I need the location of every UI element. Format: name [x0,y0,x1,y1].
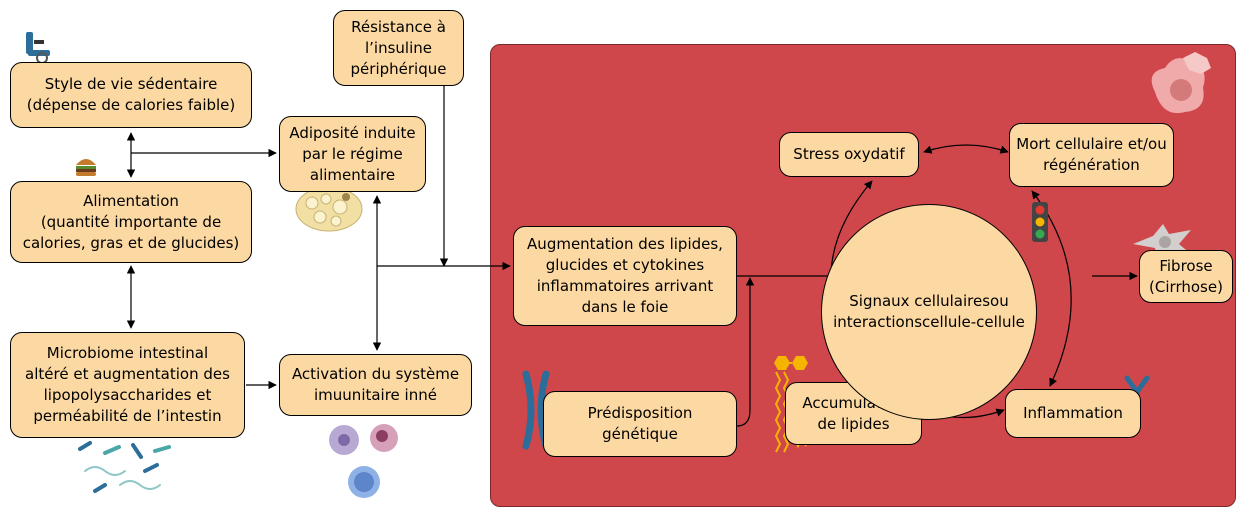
text-block: Adiposité induite par le régime alimentair… [289,123,415,186]
box-inflammation: Inflammation [1005,389,1141,438]
text-line: Stress oxydatif [793,145,905,163]
text-line: Fibrose [1159,256,1213,275]
text-line: Augmentation des lipides, [527,235,723,253]
text-line: Activation du système [291,365,460,383]
wheelchair-icon [26,32,50,64]
text-line: Signaux cellulaires [849,292,991,310]
text-line: Prédisposition [587,404,693,422]
text-line: génétique [602,425,678,443]
text-block: Style de vie sédentaire (dépense de calor… [27,74,236,116]
text-block: Microbiome intestinal altéré et augmentat… [25,343,230,427]
box-oxidative: Stress oxydatif [779,132,919,177]
text-line: Alimentation [83,191,179,210]
text-line: altéré et augmentation des [25,365,230,383]
text-line: Résistance à [351,17,446,36]
arrow-genetic-influx [736,277,755,427]
box-fibrosis: Fibrose (Cirrhose) [1139,250,1233,303]
text-line: (Cirrhose) [1149,277,1223,296]
text-line: inflammatoires arrivant [536,277,714,295]
text-line: (quantité importante de [40,212,222,231]
text-line: lipopolysaccharides et [43,386,212,404]
box-influx: Augmentation des lipides, glucides et cyt… [513,226,737,326]
text-line: Inflammation [1023,404,1123,422]
box-diet: Alimentation (quantité importante de calor… [10,181,252,263]
center-circle-signals: Signaux cellulairesou interactionscellul… [821,204,1037,420]
box-genetic: Prédisposition génétique [543,391,737,457]
text-line: Mort cellulaire et/ou [1016,135,1167,153]
text-line: calories, gras et de glucides) [22,233,240,252]
text-line: perméabilité de l’intestin [33,407,222,425]
text-line: régénération [1043,156,1140,174]
text-block: Augmentation des lipides, glucides et cyt… [527,234,723,318]
text-line: Style de vie sédentaire [44,75,218,93]
arrow-oxidative-death [923,144,1009,154]
text-block: Signaux cellulairesou interactionscellul… [822,291,1036,333]
text-line: ou interactions [833,292,1009,331]
traffic-light-icon [1032,202,1048,242]
text-line: imuunitaire inné [314,386,437,404]
text-block: Activation du système imuunitaire inné [292,364,459,406]
text-block: Alimentation (quantité importante de calor… [23,191,240,254]
box-adiposity: Adiposité induite par le régime alimentair… [279,116,426,192]
box-microbiome: Microbiome intestinal altéré et augmentat… [10,332,245,438]
box-sedentary: Style de vie sédentaire (dépense de calor… [10,62,252,128]
burger-icon [76,159,96,176]
fat-cell-icon [295,186,363,232]
text-line: glucides et cytokines [545,256,705,274]
box-death: Mort cellulaire et/ou régénération [1009,123,1174,187]
text-line: dans le foie [581,298,669,316]
text-line: de lipides [817,414,890,433]
text-block: Mort cellulaire et/ou régénération [1016,134,1166,176]
text-block: Stress oxydatif [793,144,904,165]
text-line: Adiposité induite [289,123,416,142]
lipid-chain-icon [774,356,808,453]
text-line: périphérique [350,59,447,78]
text-line: cellule-cellule [922,313,1025,331]
text-block: Résistance à l’insuline périphérique [351,17,447,80]
text-block: Fibrose (Cirrhose) [1149,256,1223,298]
text-line: alimentaire [309,165,396,184]
box-immune: Activation du système imuunitaire inné [279,354,472,416]
text-line: Microbiome intestinal [46,344,209,362]
bacteria-icon [78,441,171,493]
dead-cell-icon [1151,52,1211,114]
text-line: (dépense de calories faible) [26,96,236,114]
text-block: Prédisposition génétique [588,403,693,445]
text-block: Inflammation [1023,403,1123,424]
text-line: l’insuline [364,38,432,57]
text-line: par le régime [302,144,403,163]
immune-cells-icon [329,424,398,498]
box-insulin: Résistance à l’insuline périphérique [333,10,464,86]
